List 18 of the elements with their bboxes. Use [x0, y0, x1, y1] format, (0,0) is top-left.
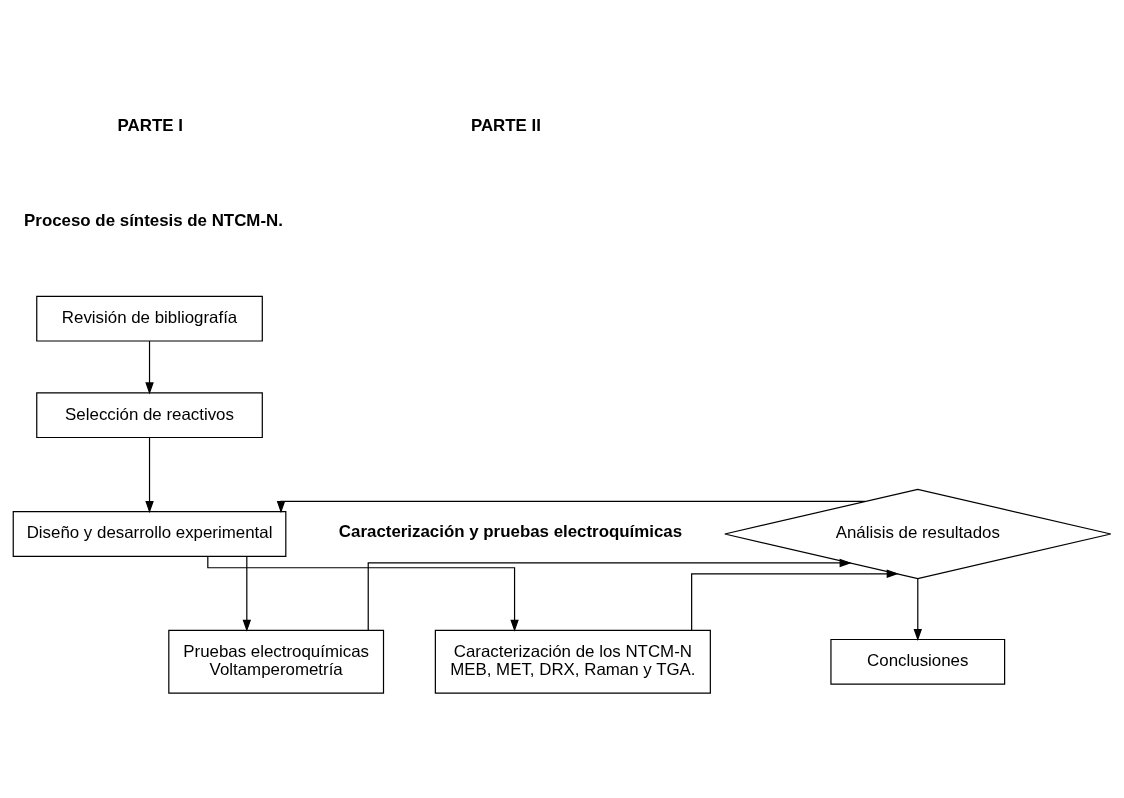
- arrow: [691, 569, 899, 631]
- node-box: Diseño y desarrollo experimental: [12, 510, 287, 557]
- arrow: [145, 436, 154, 513]
- label: Caracterización y pruebas electroquímicas: [338, 521, 683, 541]
- label: PARTE I: [117, 115, 183, 135]
- arrow: [145, 339, 154, 394]
- node-box: Conclusiones: [830, 638, 1006, 685]
- node-box: Pruebas electroquímicas Voltamperometría: [168, 629, 385, 694]
- arrow: [242, 555, 252, 632]
- arrow: [207, 555, 519, 632]
- arrow: [913, 577, 922, 641]
- label: PARTE II: [470, 115, 541, 135]
- node-box: Selección de reactivos: [36, 391, 263, 438]
- node-box: Revisión de bibliografía: [36, 295, 263, 342]
- label: Proceso de síntesis de NTCM-N.: [24, 210, 283, 230]
- node-box: Caracterización de los NTCM-N MEB, MET, DRX, Raman y TGA.: [434, 629, 711, 694]
- arrow: [367, 558, 852, 631]
- arrow: [276, 500, 866, 513]
